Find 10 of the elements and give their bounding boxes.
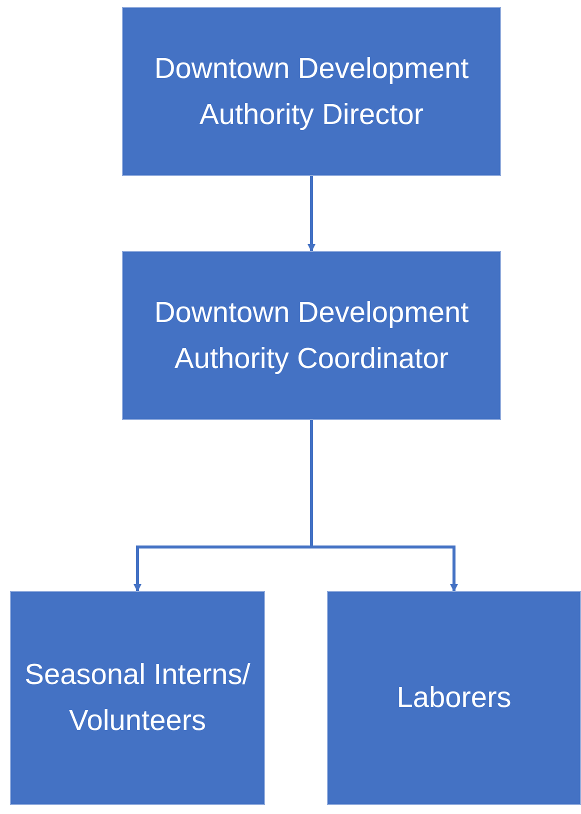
role-title: Downtown Development Authority Director <box>153 52 470 132</box>
org-box <box>327 591 581 805</box>
role-title: Laborers <box>396 681 512 716</box>
org-box <box>10 591 265 805</box>
role-title: Downtown Development Authority Coordinator <box>153 296 470 376</box>
org-box <box>122 251 501 420</box>
org-box <box>122 7 501 176</box>
role-title: Seasonal Interns/ Volunteers <box>24 658 252 739</box>
connector-arrow <box>308 176 316 252</box>
connector-arrow <box>310 420 458 592</box>
